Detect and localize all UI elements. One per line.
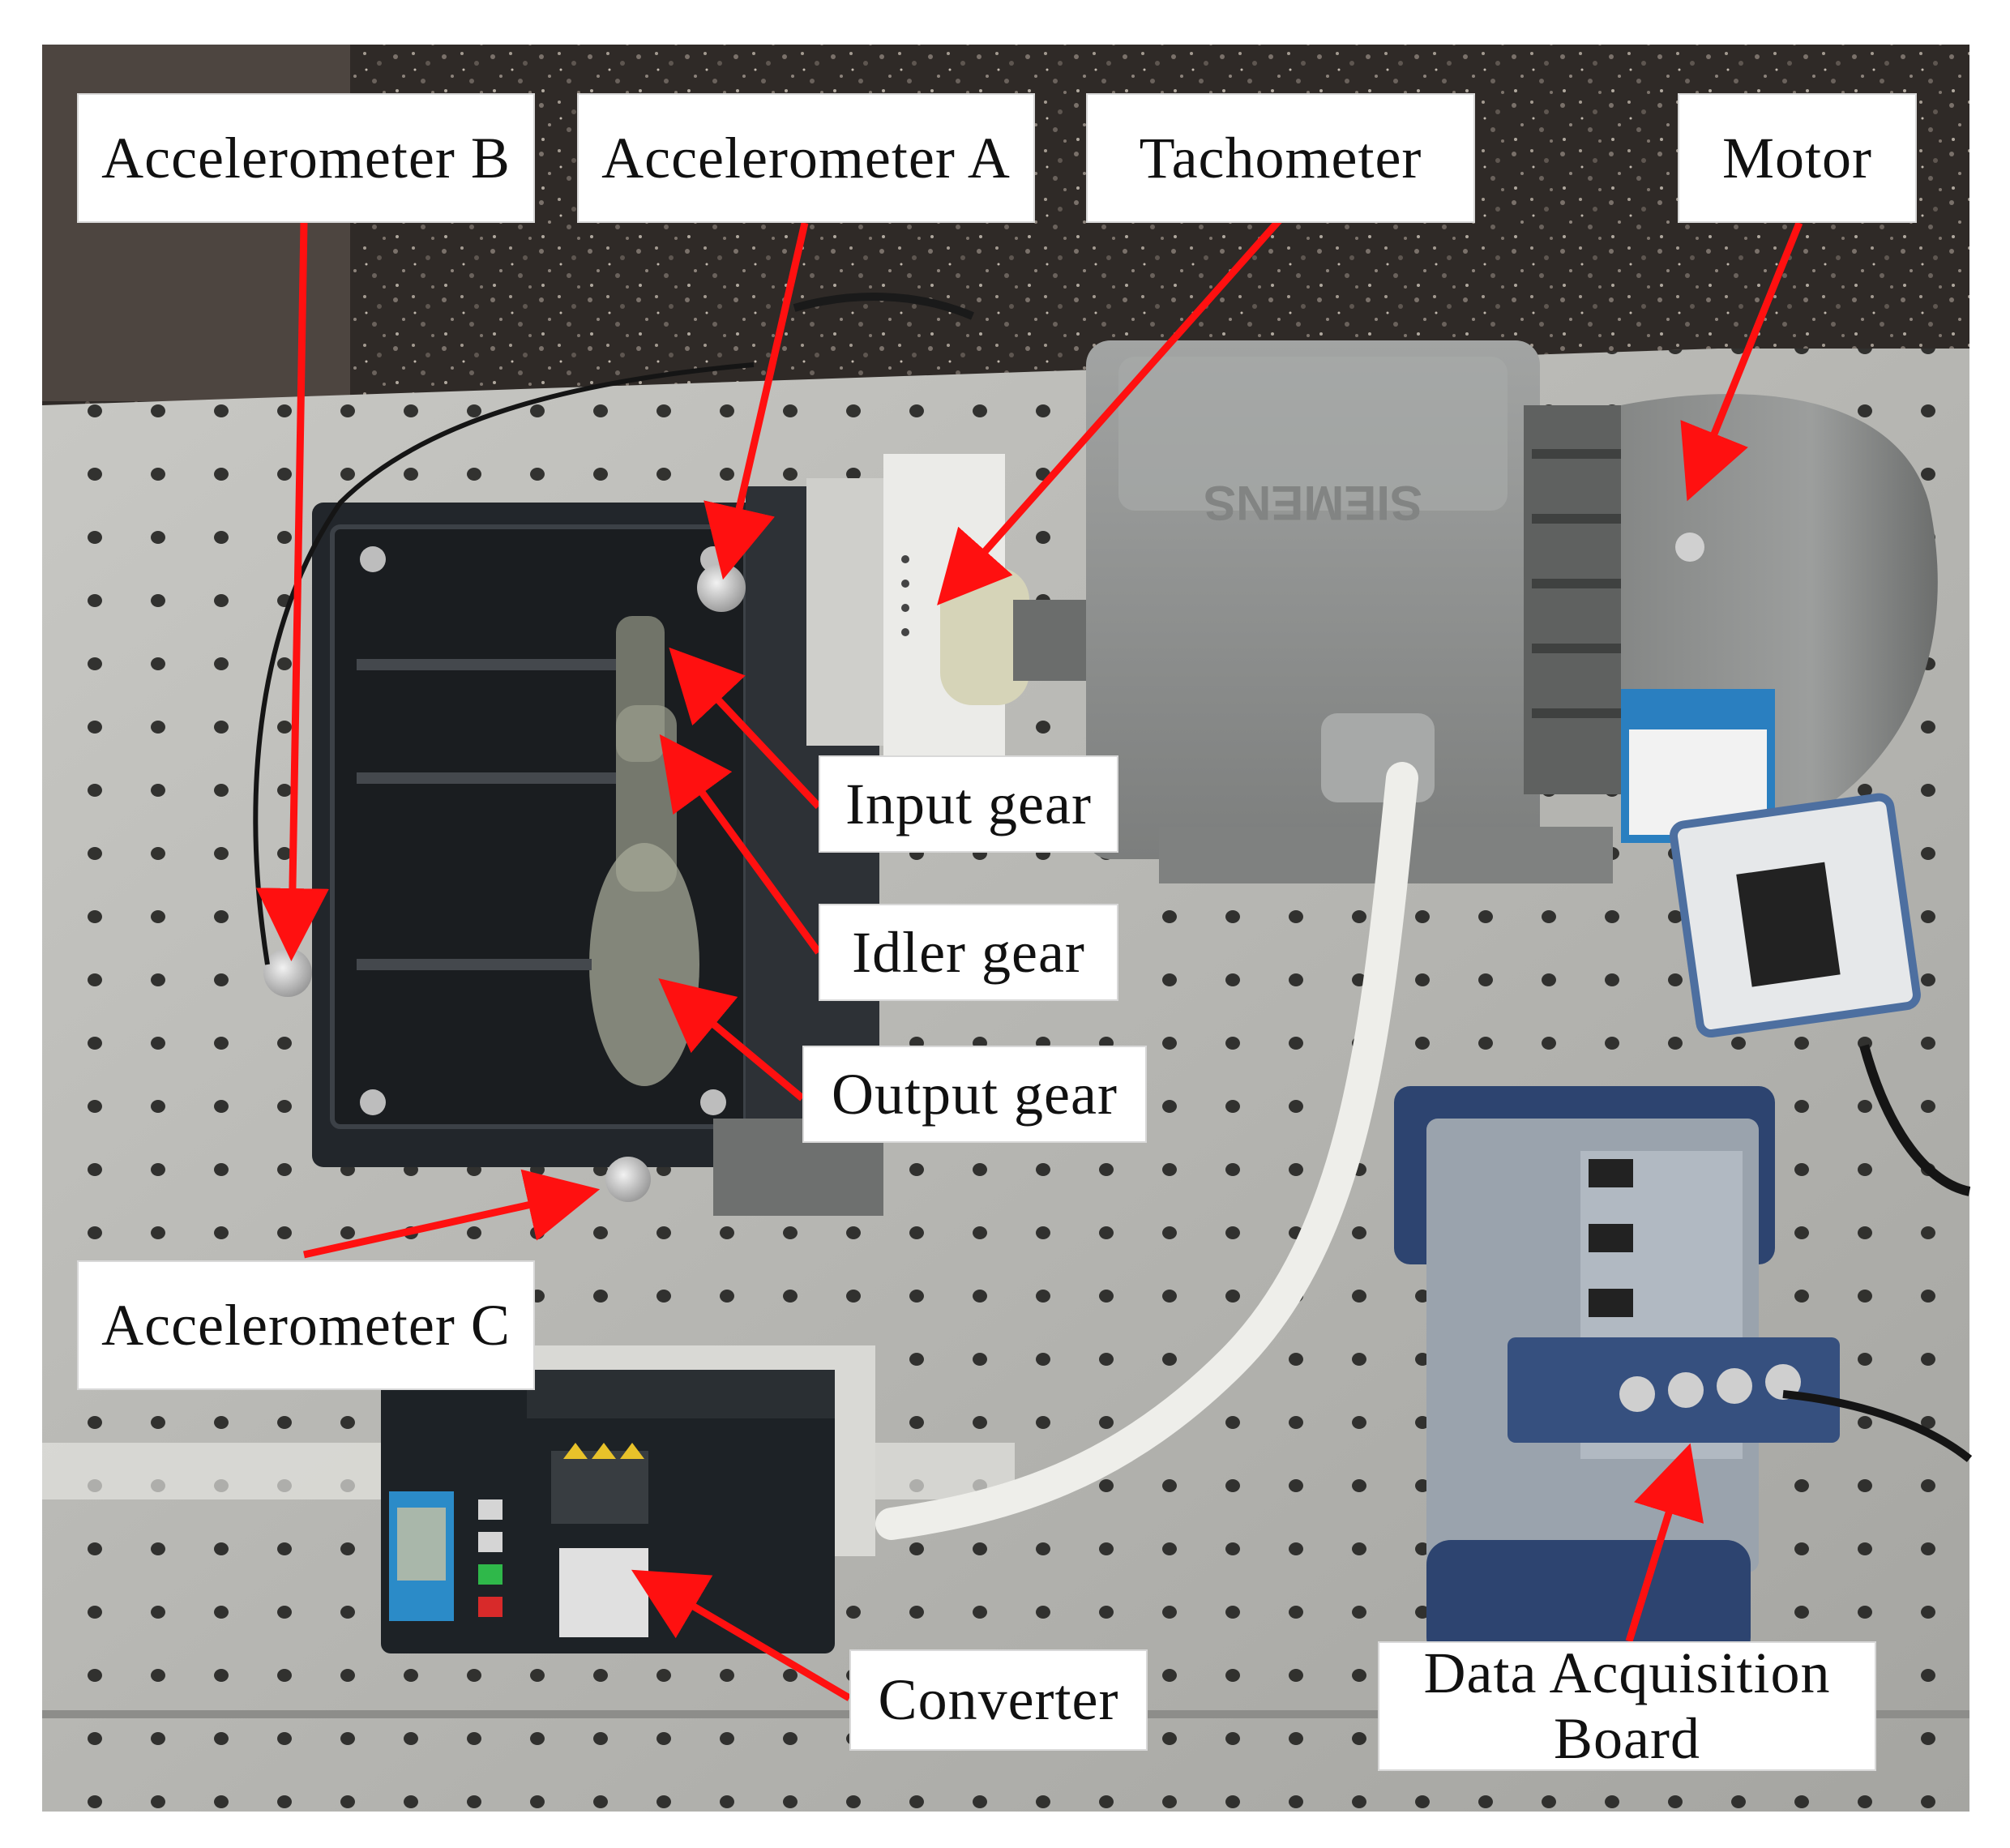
arrow-converter bbox=[631, 1569, 852, 1701]
accelerometer-b-sensor bbox=[263, 948, 312, 997]
label-data-acquisition-line1: Data Acquisition bbox=[1423, 1641, 1831, 1706]
label-motor: Motor bbox=[1678, 93, 1917, 223]
arrow-accelerometer-a bbox=[704, 221, 809, 580]
label-input-gear: Input gear bbox=[819, 755, 1118, 853]
label-data-acquisition-line2: Board bbox=[1554, 1706, 1700, 1771]
arrow-idler-gear bbox=[659, 734, 822, 955]
label-data-acquisition-board: Data Acquisition Board bbox=[1378, 1641, 1876, 1771]
label-accelerometer-a: Accelerometer A bbox=[577, 93, 1035, 223]
label-converter: Converter bbox=[849, 1649, 1148, 1751]
terminal-box bbox=[1118, 357, 1508, 511]
label-accelerometer-b: Accelerometer B bbox=[77, 93, 535, 223]
motor-fins bbox=[1524, 405, 1637, 794]
arrow-data-acquisition bbox=[1625, 1443, 1704, 1643]
label-tachometer-text: Tachometer bbox=[1139, 125, 1422, 190]
label-output-gear: Output gear bbox=[802, 1046, 1147, 1143]
converter-lcd bbox=[397, 1508, 446, 1581]
label-output-gear-text: Output gear bbox=[832, 1061, 1118, 1127]
arrow-motor bbox=[1680, 221, 1803, 502]
motor-brand: SIEMENS bbox=[1204, 476, 1422, 530]
label-accelerometer-c: Accelerometer C bbox=[77, 1260, 535, 1390]
accelerometer-a-sensor bbox=[697, 563, 746, 612]
label-accelerometer-c-text: Accelerometer C bbox=[101, 1292, 511, 1358]
label-accelerometer-a-text: Accelerometer A bbox=[601, 125, 1011, 190]
arrow-accelerometer-c bbox=[303, 1169, 601, 1259]
label-tachometer: Tachometer bbox=[1086, 93, 1475, 223]
motor-power-cable bbox=[875, 762, 1418, 1540]
label-accelerometer-b-text: Accelerometer B bbox=[101, 125, 511, 190]
label-motor-text: Motor bbox=[1722, 125, 1872, 190]
arrow-tachometer bbox=[937, 216, 1284, 605]
arrow-accelerometer-b bbox=[255, 222, 329, 961]
label-idler-gear-text: Idler gear bbox=[852, 919, 1085, 985]
accelerometer-c-sensor bbox=[605, 1157, 651, 1202]
arrow-output-gear bbox=[658, 977, 805, 1102]
label-input-gear-text: Input gear bbox=[845, 771, 1092, 836]
label-converter-text: Converter bbox=[878, 1667, 1119, 1733]
output-gear-shape bbox=[589, 843, 699, 1086]
arrow-input-gear bbox=[669, 647, 822, 810]
label-idler-gear: Idler gear bbox=[819, 904, 1118, 1001]
sensor-cable bbox=[253, 362, 755, 965]
tachometer-display-unit bbox=[1669, 793, 1921, 1038]
